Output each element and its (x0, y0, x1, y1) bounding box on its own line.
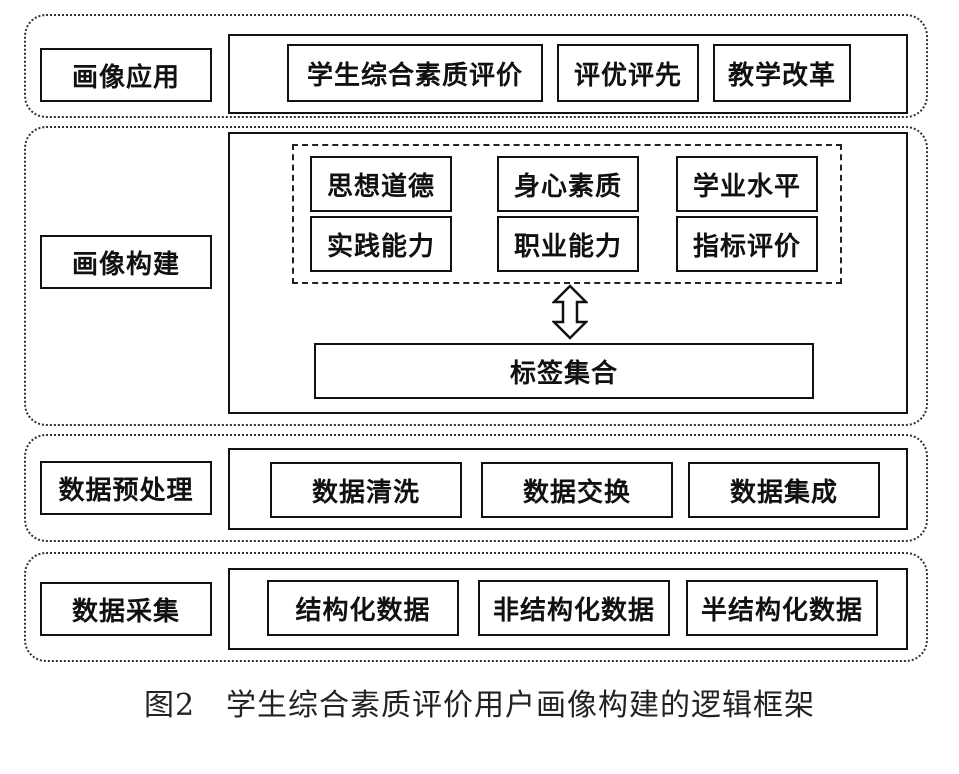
preprocessing-item-integration: 数据集成 (688, 462, 880, 518)
layer-preprocessing (24, 434, 928, 542)
layer-construction-label: 画像构建 (40, 235, 212, 289)
application-item-comprehensive-evaluation: 学生综合素质评价 (287, 44, 543, 102)
application-item-teaching-reform: 教学改革 (713, 44, 851, 102)
layer-application-label: 画像应用 (40, 48, 212, 102)
layer-application (24, 14, 928, 118)
tag-academic-level: 学业水平 (676, 156, 818, 212)
layer-collection (24, 552, 928, 662)
preprocessing-item-cleaning: 数据清洗 (270, 462, 462, 518)
preprocessing-item-exchange: 数据交换 (481, 462, 673, 518)
layer-construction (24, 126, 928, 426)
tag-set: 标签集合 (314, 343, 814, 399)
tag-physical-mental: 身心素质 (497, 156, 639, 212)
tag-vocational-ability: 职业能力 (497, 216, 639, 272)
tag-group (292, 144, 842, 284)
layer-collection-label: 数据采集 (40, 582, 212, 636)
tag-practice-ability: 实践能力 (310, 216, 452, 272)
application-item-excellence-selection: 评优评先 (557, 44, 699, 102)
tag-indicator-evaluation: 指标评价 (676, 216, 818, 272)
double-arrow-icon (552, 284, 588, 340)
tag-ideology-morality: 思想道德 (310, 156, 452, 212)
collection-item-structured: 结构化数据 (267, 580, 459, 636)
layer-preprocessing-label: 数据预处理 (40, 461, 212, 515)
collection-item-semi-structured: 半结构化数据 (686, 580, 878, 636)
figure-caption: 图2 学生综合素质评价用户画像构建的逻辑框架 (143, 688, 816, 723)
collection-item-unstructured: 非结构化数据 (478, 580, 670, 636)
